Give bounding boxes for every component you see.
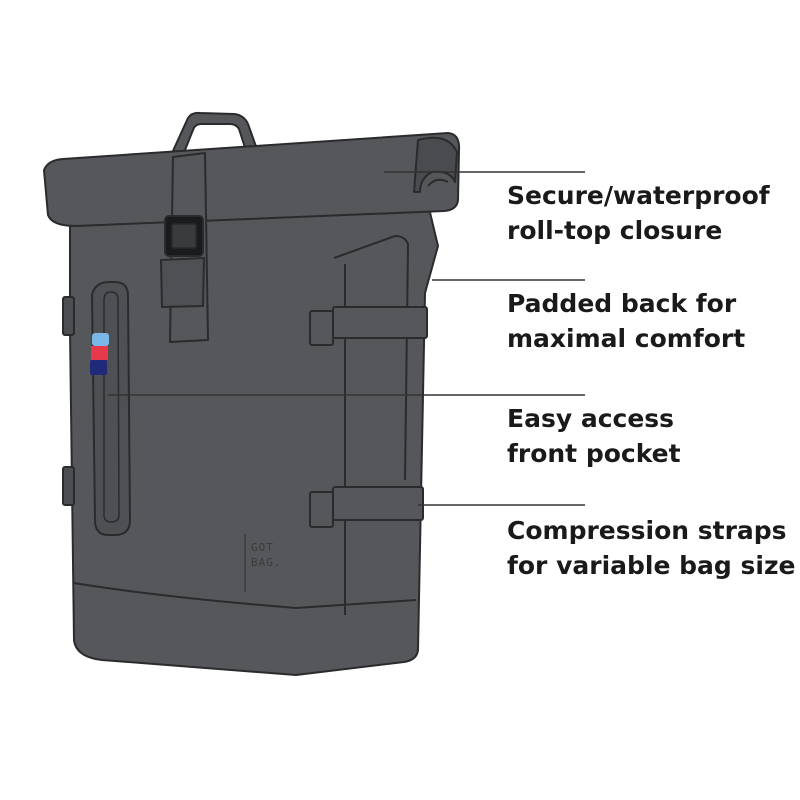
front-pocket <box>91 281 131 536</box>
zipper-pull <box>90 333 109 375</box>
brand-label: GOT BAG. <box>244 534 282 592</box>
compression-strap-lower <box>332 486 424 521</box>
back-panel <box>333 235 409 481</box>
closure-strap-tail <box>160 257 205 308</box>
callout-line: front pocket <box>507 439 681 468</box>
front-pocket-zip <box>103 291 120 523</box>
roll-top-inner-fold <box>427 178 449 187</box>
callout-line: Easy access <box>507 404 675 433</box>
callout-line: for variable bag size <box>507 551 796 580</box>
brand-line-1: GOT <box>251 541 274 554</box>
callout-line: maximal comfort <box>507 324 746 353</box>
zipper-pull-red <box>91 346 108 360</box>
roll-top <box>43 132 461 227</box>
leader-lines <box>108 171 585 506</box>
callout-front-pocket: Easy access front pocket <box>507 401 787 471</box>
callout-line: roll-top closure <box>507 216 723 245</box>
compression-strap-upper <box>332 306 428 339</box>
compression-strap-lower-anchor <box>309 491 334 528</box>
zipper-pull-light-blue <box>92 333 109 346</box>
side-loop-upper <box>62 296 75 336</box>
backpack <box>43 111 461 676</box>
callout-padded-back: Padded back for maximal comfort <box>507 286 787 356</box>
callout-line: Secure/waterproof <box>507 181 770 210</box>
callout-line: Padded back for <box>507 289 737 318</box>
brand-line-2: BAG. <box>251 556 282 569</box>
roll-top-fold <box>413 136 458 193</box>
bottom-seam <box>73 582 417 609</box>
closure-buckle-slot <box>171 223 197 249</box>
zipper-pull-navy <box>90 360 107 375</box>
callout-compression-straps: Compression straps for variable bag size <box>507 513 796 583</box>
compression-strap-upper-anchor <box>309 310 334 346</box>
side-loop-lower <box>62 466 75 506</box>
callout-line: Compression straps <box>507 516 787 545</box>
callout-roll-top-closure: Secure/waterproof roll-top closure <box>507 178 787 248</box>
